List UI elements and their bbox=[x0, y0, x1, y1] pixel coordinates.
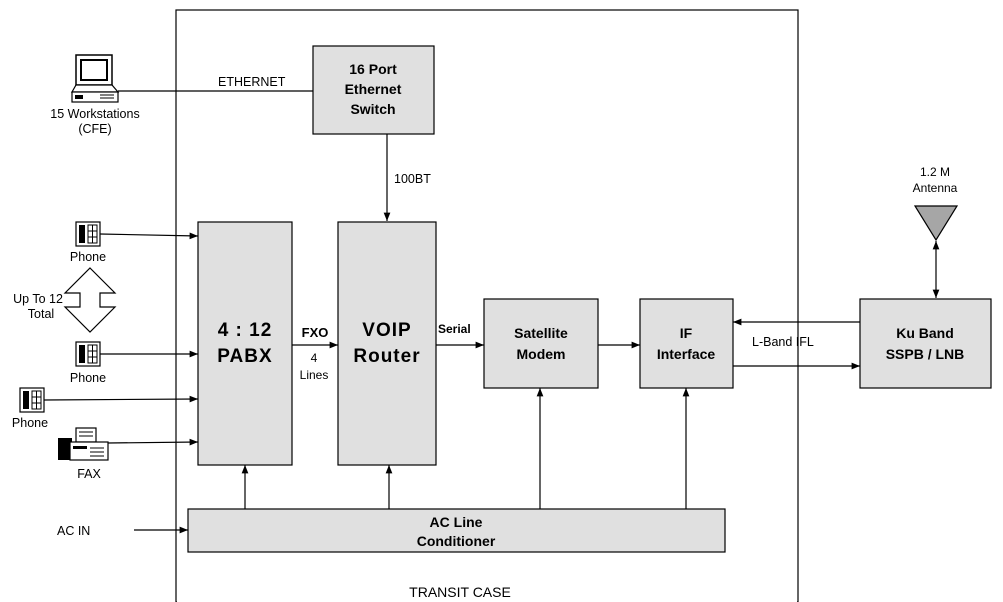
satellite-modem-box bbox=[483, 298, 599, 389]
switch-label-3: Switch bbox=[350, 101, 395, 117]
if-interface-box bbox=[639, 298, 734, 389]
voip-label-2: Router bbox=[353, 346, 420, 367]
phone-label-3: Phone bbox=[12, 416, 48, 430]
workstation-icon bbox=[70, 54, 120, 103]
100bt-label: 100BT bbox=[394, 172, 431, 186]
phone-icon bbox=[75, 221, 101, 247]
lines-label-2: Lines bbox=[300, 368, 329, 382]
upto-label-1: Up To 12 bbox=[13, 292, 63, 306]
ac-label-1: AC Line bbox=[430, 514, 483, 530]
pabx-label-2: PABX bbox=[217, 346, 272, 367]
switch-label-1: 16 Port bbox=[349, 61, 397, 77]
fax-icon bbox=[58, 427, 109, 461]
lines-label-1: 4 bbox=[311, 351, 318, 365]
if-label-2: Interface bbox=[657, 346, 716, 362]
modem-label-2: Modem bbox=[517, 346, 566, 362]
antenna-label-1: 1.2 M bbox=[920, 165, 950, 179]
fax-label: FAX bbox=[77, 467, 101, 481]
ku-band-box bbox=[859, 298, 992, 389]
double-arrow-icon bbox=[63, 267, 117, 333]
transit-case-border bbox=[175, 9, 799, 602]
pabx-box bbox=[197, 221, 293, 466]
workstations-label-1: 15 Workstations bbox=[50, 107, 139, 121]
ethernet-switch-box bbox=[312, 45, 435, 135]
phone-icon bbox=[19, 387, 45, 413]
switch-label-2: Ethernet bbox=[345, 81, 402, 97]
ku-label-2: SSPB / LNB bbox=[886, 346, 965, 362]
phone-icon bbox=[75, 341, 101, 367]
voip-label-1: VOIP bbox=[362, 320, 411, 341]
antenna-icon bbox=[913, 205, 959, 242]
pabx-label-1: 4 : 12 bbox=[218, 320, 273, 341]
antenna-label-2: Antenna bbox=[913, 181, 958, 195]
if-label-1: IF bbox=[680, 325, 693, 341]
workstations-label-2: (CFE) bbox=[78, 122, 111, 136]
phone-label-1: Phone bbox=[70, 250, 106, 264]
serial-label: Serial bbox=[438, 322, 471, 336]
ethernet-label: ETHERNET bbox=[218, 75, 286, 89]
ku-label-1: Ku Band bbox=[896, 325, 954, 341]
lband-label: L-Band IFL bbox=[752, 335, 814, 349]
ac-in-label: AC IN bbox=[57, 524, 90, 538]
fxo-label: FXO bbox=[302, 325, 329, 340]
upto-label-2: Total bbox=[28, 307, 54, 321]
transit-case-label: TRANSIT CASE bbox=[409, 584, 511, 600]
modem-label-1: Satellite bbox=[514, 325, 568, 341]
ac-label-2: Conditioner bbox=[417, 533, 496, 549]
voip-router-box bbox=[337, 221, 437, 466]
phone-label-2: Phone bbox=[70, 371, 106, 385]
ac-line-conditioner-box bbox=[187, 508, 726, 553]
